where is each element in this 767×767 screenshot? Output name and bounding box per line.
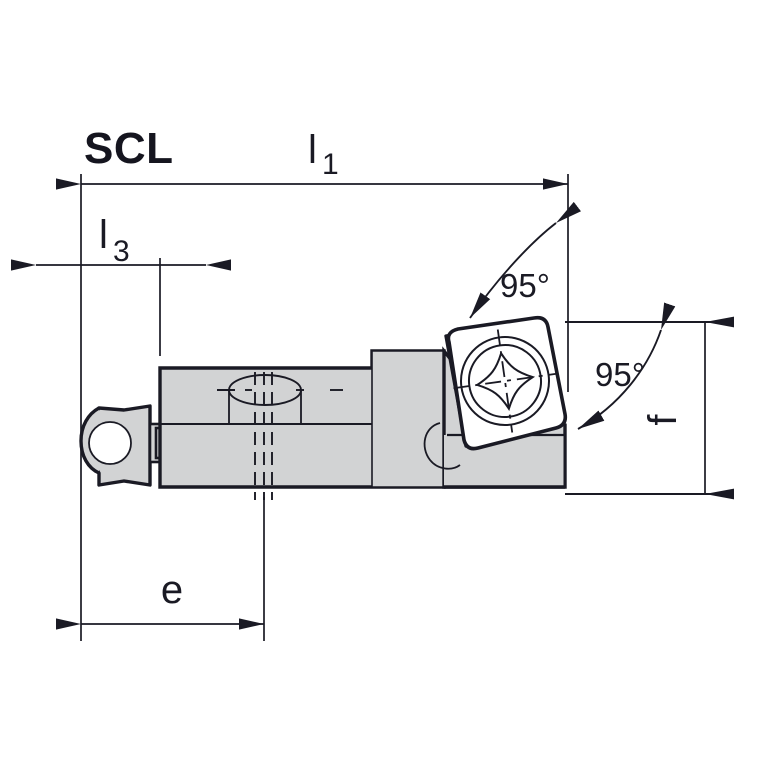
bore-cylinder-walls xyxy=(228,390,302,424)
dimension-f: f xyxy=(641,316,734,500)
tool-assembly xyxy=(79,315,568,500)
dim-label-l3-sub: 3 xyxy=(113,235,130,268)
rear-clamp-hole xyxy=(88,421,132,465)
angle-label-top: 95° xyxy=(500,267,550,304)
dim-label-l1-base: l xyxy=(308,128,317,172)
drawing-title-group: SCL xyxy=(84,124,174,173)
dim-label-l3-base: l xyxy=(99,213,108,257)
dimension-l1: l 1 xyxy=(56,128,568,190)
tool-head-left xyxy=(371,350,445,488)
dim-label-e: e xyxy=(161,568,183,612)
angle-label-right: 95° xyxy=(595,356,645,393)
dimension-l3: l 3 xyxy=(11,213,231,271)
page-title: SCL xyxy=(84,124,174,173)
screw-centre-cross xyxy=(453,329,557,433)
dim-label-f: f xyxy=(641,414,685,426)
bore-centre-lines xyxy=(254,372,273,500)
dim-label-l1-sub: 1 xyxy=(322,148,339,181)
insert-group xyxy=(444,315,568,451)
angle-dimension-right: 95° xyxy=(577,302,676,430)
angle-arc-right xyxy=(577,302,676,430)
seat-relief-arc xyxy=(423,422,461,470)
dimension-e: e xyxy=(56,568,264,630)
angle-arc-top xyxy=(469,201,581,319)
torx-star-recess xyxy=(474,350,536,412)
torx-screw xyxy=(453,329,557,433)
angle-dimension-top: 95° xyxy=(469,201,581,319)
